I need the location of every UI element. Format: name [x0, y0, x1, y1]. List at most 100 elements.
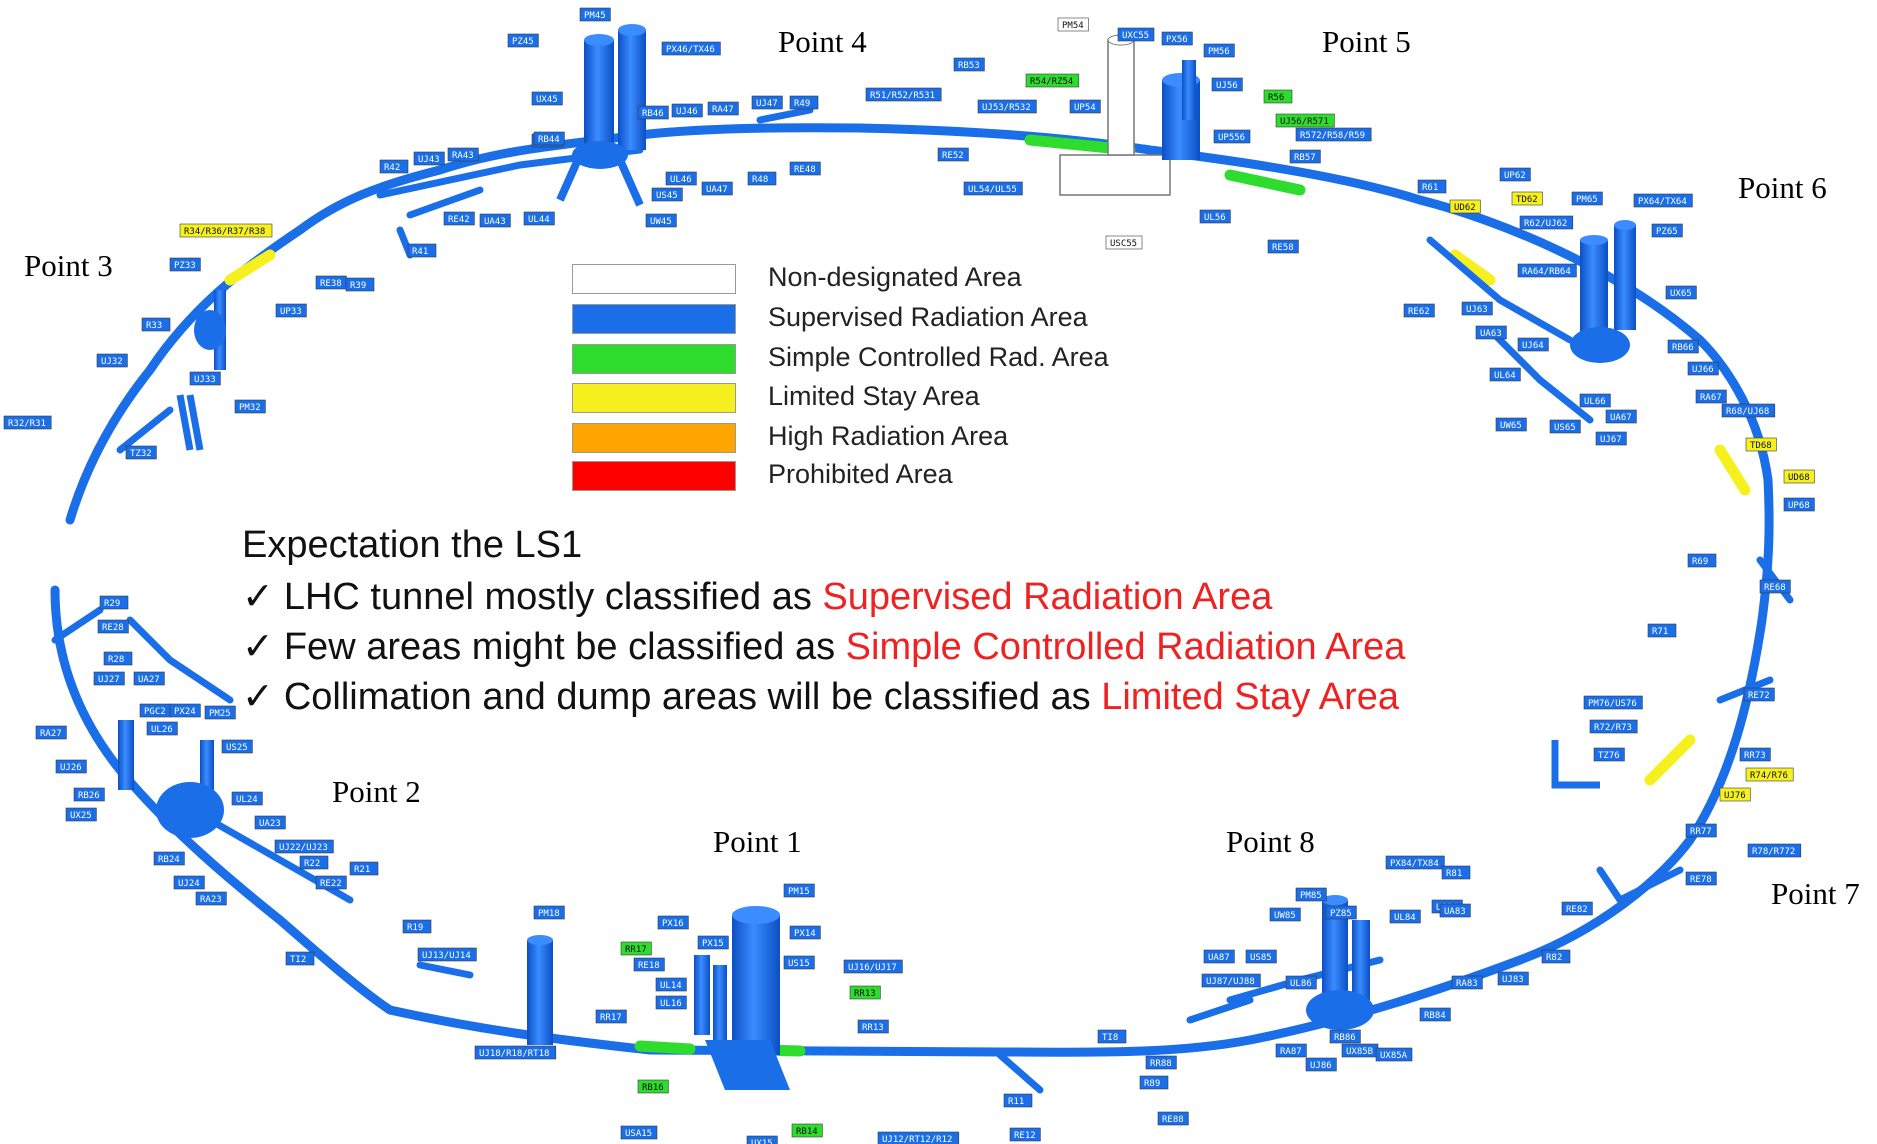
area-tag-box [507, 33, 539, 48]
area-tag-text: PX46/TX46 [666, 45, 715, 55]
area-tag: UA47 [701, 181, 733, 196]
area-tag-text: UX85B [1346, 1047, 1373, 1057]
area-tag-box [843, 959, 903, 974]
area-tag: UP54 [1069, 99, 1101, 114]
area-tag-box [1579, 393, 1611, 408]
area-tag-text: R34/R36/R37/R38 [184, 227, 265, 237]
area-tag: US25 [221, 739, 253, 754]
area-tag-box [579, 7, 611, 22]
area-tag: UP68 [1783, 497, 1815, 512]
area-tag: RE22 [315, 875, 347, 890]
area-tag: R21 [349, 861, 379, 876]
area-tag: USC55 [1105, 235, 1143, 250]
area-tag: US65 [1549, 419, 1581, 434]
area-tag-box [783, 955, 815, 970]
area-tag: RE58 [1267, 239, 1299, 254]
area-tag: TZ76 [1593, 747, 1625, 762]
area-tag-box [789, 161, 821, 176]
legend-label: Non-designated Area [768, 262, 1022, 292]
area-tag: UX85B [1341, 1043, 1379, 1058]
area-tag-box [141, 317, 171, 332]
area-tag: R51/R52/R531 [865, 87, 942, 102]
area-tag-text: UJ87/UJ88 [1206, 977, 1255, 987]
area-tag-box [1451, 975, 1483, 990]
area-tag-box [345, 277, 375, 292]
area-tag: PX46/TX46 [661, 41, 721, 56]
area-tag-box [1389, 909, 1421, 924]
area-tag-text: PM32 [239, 403, 261, 413]
area-tag-box [655, 977, 687, 992]
area-tag-text: R21 [354, 865, 370, 875]
area-tag: UX65 [1665, 285, 1697, 300]
area-tag-box [479, 213, 511, 228]
area-tag: RB16 [637, 1079, 669, 1094]
area-tag: R61 [1417, 179, 1447, 194]
area-tag-text: UX45 [536, 95, 558, 105]
check-icon: ✓ [242, 626, 274, 668]
area-tag: UD62 [1449, 199, 1481, 214]
point-4-label: Point 4 [778, 24, 867, 59]
area-tag-text: RA47 [712, 105, 734, 115]
area-tag-box [1267, 239, 1299, 254]
area-tag-box [1275, 1043, 1307, 1058]
area-tag-text: RE18 [638, 961, 660, 971]
area-tag: TZ32 [125, 445, 157, 460]
area-tag-box [953, 57, 985, 72]
area-tag-box [1561, 901, 1593, 916]
area-tag-text: UW65 [1500, 421, 1522, 431]
area-tag: RE28 [97, 619, 129, 634]
area-tag: UJ76 [1719, 787, 1751, 802]
area-tag-text: UXC55 [1122, 31, 1149, 41]
area-tag: R81 [1441, 865, 1471, 880]
area-tag: USA15 [620, 1125, 658, 1140]
note-line: ✓LHC tunnel mostly classified as Supervi… [242, 574, 1405, 624]
area-tag-box [55, 759, 87, 774]
area-tag-text: UX15 [751, 1139, 773, 1144]
area-tag: UJ46 [671, 103, 703, 118]
area-tag-text: RE72 [1748, 691, 1770, 701]
note-highlight: Simple Controlled Radiation Area [845, 626, 1406, 668]
area-tag-box [1139, 1075, 1169, 1090]
area-tag: RE68 [1759, 579, 1791, 594]
note-line: ✓Few areas might be classified as Simple… [242, 624, 1405, 674]
area-tag-box [1759, 579, 1791, 594]
area-tag: RR13 [849, 985, 881, 1000]
area-tag: R34/R36/R37/R38 [179, 223, 273, 238]
point-1-label: Point 1 [713, 824, 802, 859]
area-tag-text: RA27 [40, 729, 62, 739]
area-tag-box [1385, 855, 1445, 870]
area-tag-box [153, 851, 185, 866]
area-tag-box [1203, 43, 1235, 58]
area-tag-box [1375, 1047, 1413, 1062]
area-tag-text: R42 [384, 163, 400, 173]
area-tag: PM54 [1057, 17, 1089, 32]
area-tag-text: RE88 [1162, 1115, 1184, 1125]
area-tag-text: UJ63 [1466, 305, 1488, 315]
area-tag: R68/UJ68 [1721, 403, 1776, 418]
area-tag: RR17 [595, 1009, 627, 1024]
area-tag: UJ12/RT12/R12 [877, 1131, 960, 1144]
check-icon: ✓ [242, 576, 274, 618]
area-tag-text: UJ16/UJ17 [848, 963, 897, 973]
area-tag: RA23 [195, 891, 227, 906]
area-tag: RB26 [73, 787, 105, 802]
area-tag-text: R51/R52/R531 [870, 91, 935, 101]
note-text: LHC tunnel mostly classified as [283, 576, 823, 618]
area-tag: UJ66 [1687, 361, 1719, 376]
area-tag-text: R32/R31 [8, 419, 46, 429]
area-tag: RE62 [1403, 303, 1435, 318]
area-tag: RR17 [620, 941, 652, 956]
area-tag-box [789, 925, 821, 940]
area-tag-text: UL46 [670, 175, 692, 185]
area-tag: PM45 [579, 7, 611, 22]
area-tag-text: R68/UJ68 [1726, 407, 1769, 417]
area-tag-box [1747, 843, 1802, 858]
area-tag-text: PM56 [1208, 47, 1230, 57]
area-tag: PM15 [783, 883, 815, 898]
area-tag: UJ24 [173, 875, 205, 890]
area-tag-text: RB14 [796, 1127, 818, 1137]
area-tag-text: PM85 [1300, 891, 1322, 901]
legend-swatch [572, 383, 736, 413]
area-tag-box [751, 95, 783, 110]
